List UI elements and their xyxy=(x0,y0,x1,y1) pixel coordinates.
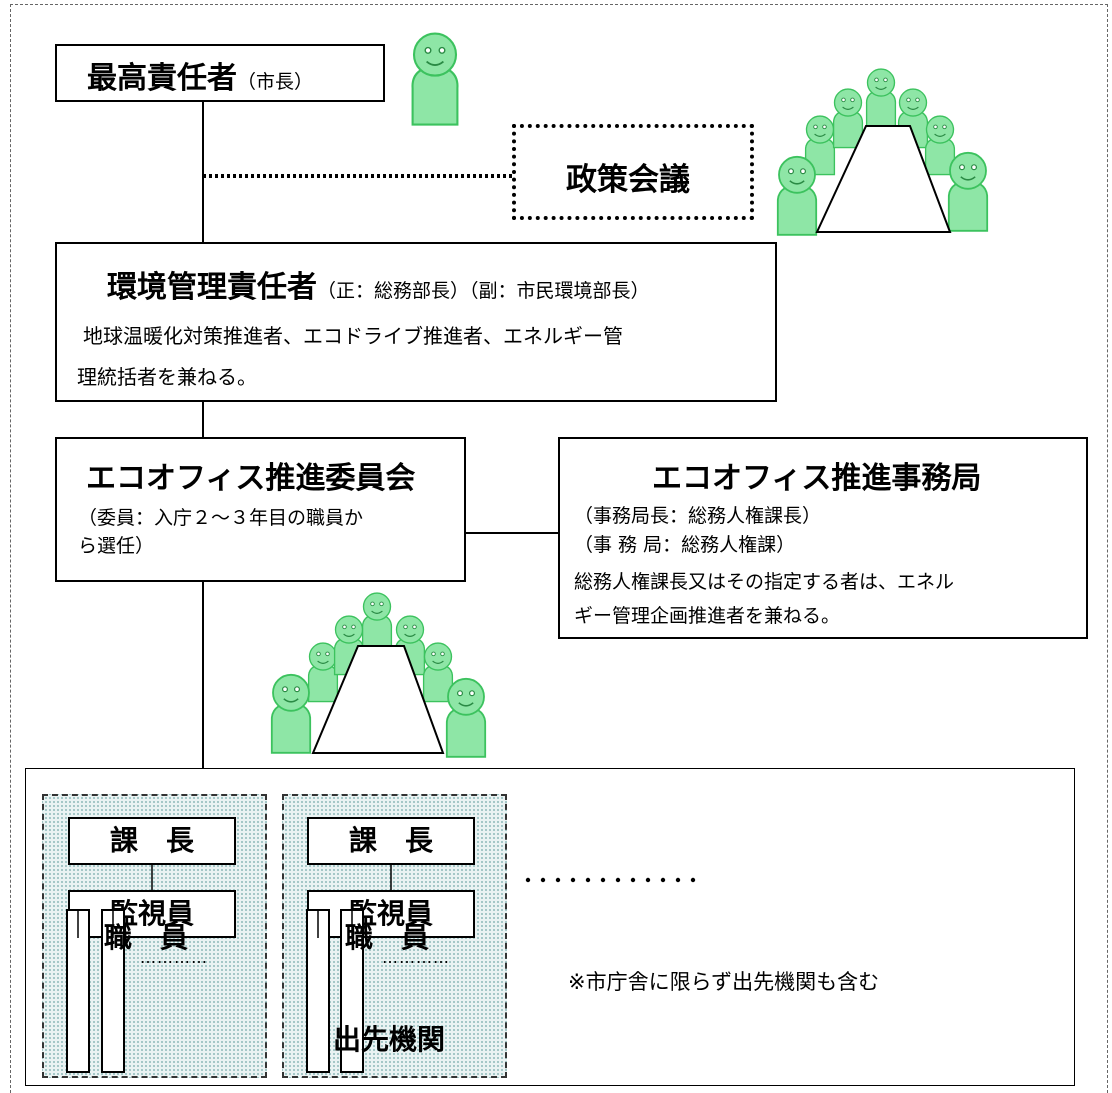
policy-council-box: 政策会議 xyxy=(512,124,754,220)
branch-note: ※市庁舎に限らず出先機関も含む xyxy=(568,970,880,994)
branch-office-label: 出先機関 xyxy=(333,1023,446,1056)
top-executive-role: （市長） xyxy=(237,71,314,93)
staff-ellipsis-1: ………… xyxy=(140,948,208,967)
staff-ellipsis-2: ………… xyxy=(382,948,450,967)
diagram-frame xyxy=(10,4,1108,1093)
eco-office-section: （事 務 局：総務人権課） xyxy=(574,534,796,556)
eco-office-title: エコオフィス推進事務局 xyxy=(652,461,982,496)
committee-people-icon xyxy=(270,592,487,758)
env-manager-duties-line2: 理統括者を兼ねる。 xyxy=(77,365,257,389)
eco-committee-box: エコオフィス推進委員会 （委員：入庁２～３年目の職員か ら選任） xyxy=(55,437,466,582)
eco-office-box: エコオフィス推進事務局 （事務局長：総務人権課長） （事 務 局：総務人権課） … xyxy=(558,437,1088,639)
env-manager-title: 環境管理責任者 xyxy=(107,270,317,305)
eco-office-note-line2: ギー管理企画推進者を兼ねる。 xyxy=(574,605,841,627)
supervisor-box-2: 監視員 xyxy=(307,890,475,938)
manager-box-2: 課 長 xyxy=(307,817,475,865)
eco-committee-title: エコオフィス推進委員会 xyxy=(86,461,416,496)
eco-committee-members-line2: ら選任） xyxy=(78,535,155,557)
eco-office-note-line1: 総務人権課長又はその指定する者は、エネル xyxy=(574,571,955,593)
eco-office-head: （事務局長：総務人権課長） xyxy=(574,505,822,527)
env-manager-box: 環境管理責任者（正：総務部長）（副：市民環境部長） 地球温暖化対策推進者、エコド… xyxy=(55,242,777,402)
top-executive-title: 最高責任者 xyxy=(87,61,237,96)
env-manager-duties-line1: 地球温暖化対策推進者、エコドライブ推進者、エネルギー管 xyxy=(83,324,623,348)
staff-label-1: 職 員 xyxy=(104,921,189,954)
staff-label-2: 職 員 xyxy=(345,921,430,954)
eco-committee-members-line1: （委員：入庁２～３年目の職員か xyxy=(78,507,364,529)
env-manager-roles: （正：総務部長）（副：市民環境部長） xyxy=(317,280,650,302)
policy-council-title: 政策会議 xyxy=(566,162,690,198)
top-executive-box: 最高責任者（市長） xyxy=(55,44,385,102)
manager-box-1: 課 長 xyxy=(68,817,236,865)
council-people-icon xyxy=(776,68,989,236)
